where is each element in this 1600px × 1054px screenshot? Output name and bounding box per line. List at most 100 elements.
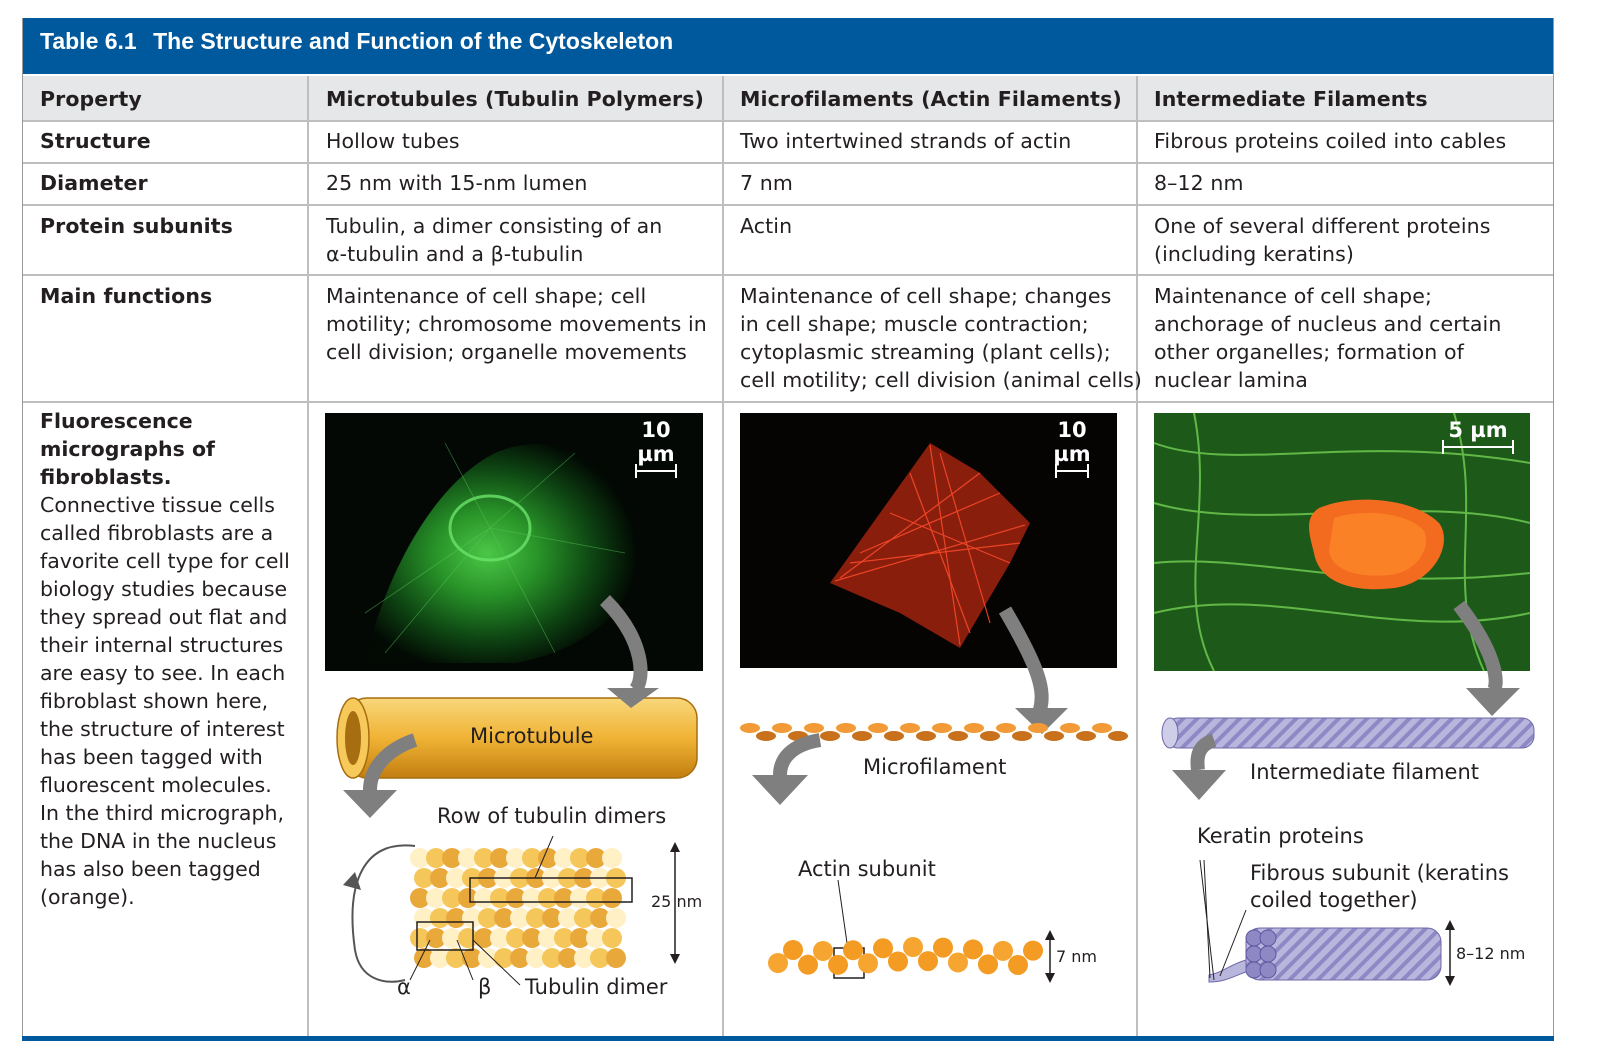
tubulin-subunit	[506, 848, 526, 868]
tubulin-subunit	[426, 848, 446, 868]
actin-subunit-bead	[843, 940, 863, 961]
column-divider	[307, 76, 309, 1036]
tubulin-subunit	[570, 848, 590, 868]
actin-strand-segment	[980, 731, 1000, 741]
cell-functions-microfilaments: Maintenance of cell shape; changes in ce…	[740, 282, 1142, 394]
actin-strand-segment	[852, 731, 872, 741]
label-7nm: 7 nm	[1056, 947, 1097, 966]
text-line: Connective tissue cells	[40, 493, 275, 517]
label-row-of-tubulin-dimers: Row of tubulin dimers	[437, 804, 667, 828]
tubulin-subunit	[570, 888, 590, 908]
tubulin-subunit	[458, 848, 478, 868]
text-line: Fluorescence	[40, 409, 193, 433]
label-intermediate-filament: Intermediate filament	[1250, 760, 1480, 784]
actin-strand-segment	[740, 723, 760, 733]
tubulin-subunit	[506, 928, 526, 948]
cell-structure-intermediate: Fibrous proteins coiled into cables	[1154, 129, 1507, 153]
actin-subunit-bead	[858, 953, 878, 974]
row-label-subunits: Protein subunits	[40, 214, 233, 238]
tubulin-subunit	[542, 948, 562, 968]
actin-strand-segment	[996, 723, 1016, 733]
tubulin-subunit	[442, 928, 462, 948]
actin-strand-segment	[884, 731, 904, 741]
tubulin-subunit	[446, 908, 466, 928]
actin-subunit-bead	[963, 939, 983, 960]
tubulin-subunit	[478, 908, 498, 928]
tubulin-subunit	[430, 908, 450, 928]
label-beta: β	[478, 975, 492, 999]
tubulin-subunit	[462, 948, 482, 968]
text-line: biology studies because	[40, 577, 288, 601]
tubulin-subunit	[602, 928, 622, 948]
actin-strand-segment	[900, 723, 920, 733]
tubulin-subunit	[430, 868, 450, 888]
text-line: has also been tagged	[40, 857, 261, 881]
tubulin-subunit	[522, 928, 542, 948]
actin-subunit-bead	[933, 937, 953, 958]
tubulin-subunit	[474, 928, 494, 948]
tubulin-subunit	[510, 948, 530, 968]
scale-bar-microfilaments: 10 µm	[1036, 418, 1108, 478]
actin-strand-segment	[756, 731, 776, 741]
actin-strand-segment	[932, 723, 952, 733]
text-line: cell division; organelle movements	[326, 340, 687, 364]
text-line: fluorescent molecules.	[40, 773, 272, 797]
tubulin-subunit	[554, 928, 574, 948]
tubulin-subunit	[602, 848, 622, 868]
cell-diameter-intermediate: 8–12 nm	[1154, 171, 1244, 195]
header-microtubules: Microtubules (Tubulin Polymers)	[326, 87, 704, 111]
actin-strand-segment	[916, 731, 936, 741]
actin-strand-segment	[1060, 723, 1080, 733]
text-line: (including keratins)	[1154, 242, 1355, 266]
actin-strand-segment	[1092, 723, 1112, 733]
actin-strand-segment	[868, 723, 888, 733]
tubulin-subunit	[414, 868, 434, 888]
actin-strand-segment	[1076, 731, 1096, 741]
text-line: (orange).	[40, 885, 135, 909]
label-alpha: α	[397, 975, 411, 999]
text-line: anchorage of nucleus and certain	[1154, 312, 1502, 336]
tubulin-subunit	[410, 888, 430, 908]
microfilament-diagram	[740, 606, 1128, 983]
text-line: nuclear lamina	[1154, 368, 1308, 392]
text-line: in cell shape; muscle contraction;	[740, 312, 1089, 336]
tubulin-subunit	[522, 848, 542, 868]
tubulin-subunit	[446, 948, 466, 968]
tubulin-subunit	[474, 888, 494, 908]
tubulin-subunit	[430, 948, 450, 968]
text-line: cytoplasmic streaming (plant cells);	[740, 340, 1111, 364]
tubulin-subunit	[410, 928, 430, 948]
microtubule-diagram	[336, 595, 698, 986]
table-title: Table 6.1 The Structure and Function of …	[22, 18, 1554, 74]
row-label-functions: Main functions	[40, 284, 213, 308]
row-label-micrographs: Fluorescence micrographs of fibroblasts.…	[40, 407, 302, 911]
tubulin-subunit	[526, 908, 546, 928]
tubulin-subunit	[526, 948, 546, 968]
tubulin-subunit	[538, 928, 558, 948]
tubulin-subunit	[442, 888, 462, 908]
actin-strand-segment	[1028, 723, 1048, 733]
label-fibrous-subunit-line2: coiled together)	[1250, 888, 1418, 912]
actin-subunit-bead	[768, 953, 788, 973]
actin-strand-segment	[1012, 731, 1032, 741]
tubulin-subunit	[538, 848, 558, 868]
cell-functions-microtubules: Maintenance of cell shape; cell motility…	[326, 282, 707, 366]
actin-subunit-bead	[978, 954, 998, 975]
actin-strand-segment	[772, 723, 792, 733]
tubulin-subunit	[490, 848, 510, 868]
text-line: the structure of interest	[40, 717, 285, 741]
label-actin-subunit: Actin subunit	[798, 857, 936, 881]
actin-subunit-bead	[888, 951, 908, 972]
label-8-12nm: 8–12 nm	[1456, 944, 1526, 963]
tubulin-subunit	[606, 908, 626, 928]
tubulin-subunit	[490, 888, 510, 908]
scale-label: 5 µm	[1448, 418, 1508, 442]
tubulin-subunit	[558, 948, 578, 968]
actin-subunit-bead	[993, 940, 1013, 961]
actin-subunit-bead	[1023, 940, 1043, 961]
column-divider	[722, 76, 724, 1036]
micrograph-microtubules	[325, 413, 703, 671]
actin-strand-segment	[948, 731, 968, 741]
tubulin-subunit	[474, 848, 494, 868]
tubulin-subunit	[510, 908, 530, 928]
